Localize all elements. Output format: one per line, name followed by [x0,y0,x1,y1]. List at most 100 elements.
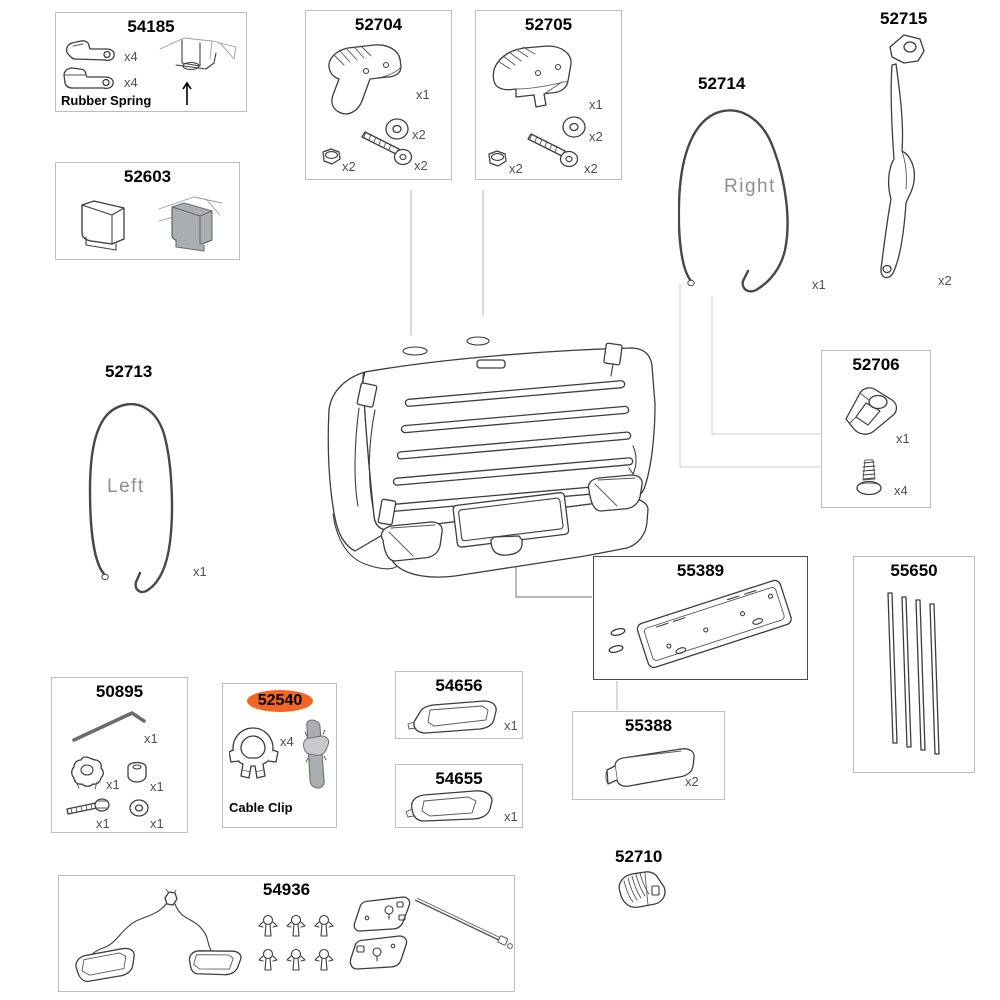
lamp-housing-icon [405,790,493,822]
bracket-installed-sketch [158,196,223,252]
qty-label: x1 [150,816,164,831]
qty-label: x2 [685,774,699,789]
part-caption: Cable Clip [229,800,293,815]
frame-wire-left-icon [88,403,174,594]
part-number: 52706 [852,355,900,374]
clip-on-cable-sketch [303,719,330,789]
cargo-box-illustration [327,336,656,578]
panel-54655[interactable]: 54655 x1 [395,764,523,828]
panel-52705[interactable]: 52705 x1 x2 x2 x2 [475,10,622,180]
arrow-up-icon [182,81,192,105]
part-number: 52713 [105,362,153,381]
side-label: Right [724,176,776,197]
lamp-housing-icon [407,700,497,734]
panel-55388[interactable]: 55388 x2 [572,711,725,800]
leader-52714-inner [711,296,820,435]
plate-holder-icon [636,579,792,669]
trim-strips-icon [887,592,940,755]
washer-icon [129,799,149,817]
bumper-pad-icon [605,748,695,787]
cable-clip-icon [229,727,279,779]
qty-label: x2 [414,158,428,173]
qty-label: x1 [193,564,207,579]
spacer-icon [127,761,147,783]
qty-label: x1 [812,277,826,292]
part-number: 52704 [354,15,403,34]
qty-label: x4 [124,49,138,64]
qty-label: x1 [106,777,120,792]
part-number: 52603 [123,167,172,186]
bolt-icon [527,133,579,168]
qty-label: x2 [589,129,603,144]
group-52713[interactable]: 52713 Left x1 [80,358,220,594]
gasket-plates-icon [349,896,411,970]
part-number: 54655 [435,769,483,788]
part-caption: Rubber Spring [61,93,152,108]
qty-label: x2 [509,161,523,176]
qty-label: x1 [896,431,910,446]
part-number: 50895 [95,682,144,701]
panel-54185[interactable]: 54185 x4 x4 Rubber Spring [55,12,247,112]
qty-label: x2 [342,159,356,174]
qty-label: x1 [504,809,518,824]
part-number: 54185 [127,17,175,36]
qty-label: x4 [280,734,294,749]
qty-label: x4 [124,75,138,90]
hex-key-icon [72,711,146,742]
part-number: 52714 [698,74,746,93]
wiring-harness-icon [75,888,242,983]
knob-icon [71,756,104,790]
group-52715[interactable]: 52715 x2 [860,5,970,290]
bracket-icon [81,200,125,251]
strap-icon [880,34,925,279]
leader-52714-outer [679,284,820,468]
qty-label: x4 [894,483,908,498]
qty-label: x1 [144,731,158,746]
part-number: 55389 [676,561,725,580]
part-number: 52705 [524,15,573,34]
nut-icon [322,148,341,165]
nut-icon [488,150,507,167]
panel-54656[interactable]: 54656 x1 [395,671,523,739]
part-number: 52710 [615,847,663,866]
housing-icon [328,44,402,115]
panel-54936[interactable]: 54936 [58,875,515,992]
qty-label: x1 [416,87,430,102]
part-number: 55650 [890,561,938,580]
side-label: Left [107,476,145,497]
panel-52704[interactable]: 52704 x1 x2 x2 x2 [305,10,452,180]
highlight-badge[interactable]: 52540 [247,690,313,712]
part-number: 55388 [624,716,673,735]
washer-icon [385,118,409,140]
leader-55389 [515,562,592,598]
qty-label: x1 [504,718,518,733]
screw-icon [856,459,882,496]
panel-52603[interactable]: 52603 [55,162,240,260]
part-number: 54656 [435,676,483,695]
cable-tie-icon [414,897,513,949]
qty-label: x1 [150,779,164,794]
group-52714[interactable]: 52714 Right x1 [660,70,840,305]
mounting-location-sketch [159,37,237,71]
panel-50895[interactable]: 50895 x1 x1 x1 x1 x1 [51,677,188,833]
bolt-icon [361,131,413,166]
panel-52540[interactable]: 52540 x4 Cable Clip [222,683,337,828]
frame-wire-right-icon [678,109,789,293]
part-number: 54936 [262,880,311,899]
qty-label: x2 [412,127,426,142]
qty-label: x1 [589,97,603,112]
qty-label: x2 [938,273,952,288]
panel-55650[interactable]: 55650 [853,556,975,773]
qty-label: x1 [96,816,110,831]
panel-52706[interactable]: 52706 x1 x4 [821,350,931,508]
fastener-bits-icon [608,627,626,654]
knob-cap-icon [618,871,666,908]
part-number: 52715 [880,9,928,28]
group-52710[interactable]: 52710 [590,843,700,923]
panel-55389[interactable]: 55389 [593,556,808,680]
push-clips-icon [258,914,334,971]
washer-icon [562,116,586,138]
qty-label: x2 [584,161,598,176]
